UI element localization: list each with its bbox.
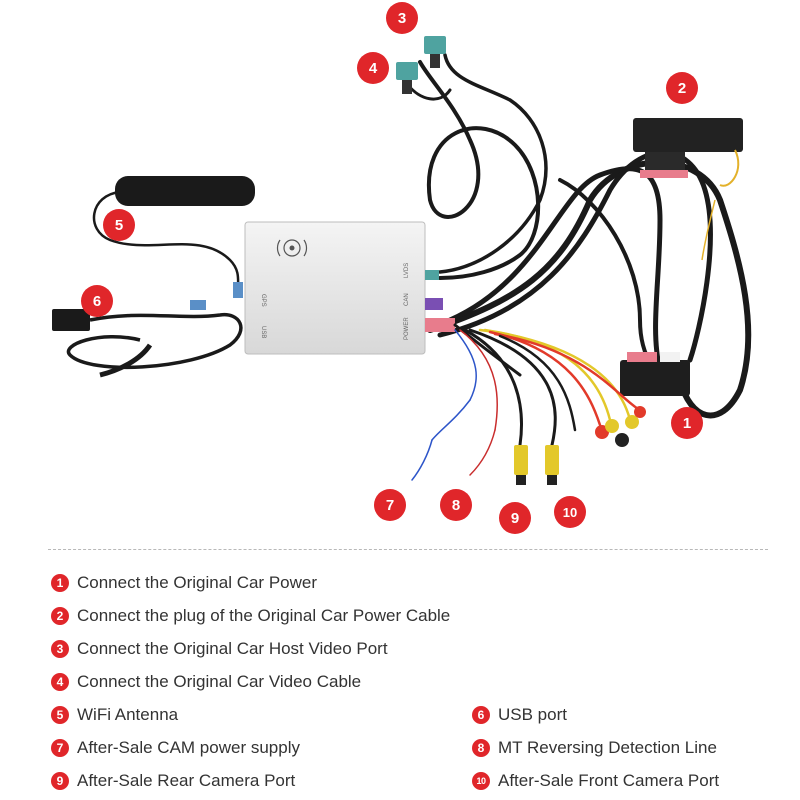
- rca-plug-9: [514, 445, 528, 485]
- fakra-connector-4: [396, 62, 418, 94]
- legend-item-9: 9 After-Sale Rear Camera Port: [51, 770, 295, 792]
- legend-label: Connect the Original Car Power: [77, 573, 317, 593]
- svg-text:6: 6: [93, 293, 101, 310]
- callout-2: 2: [666, 72, 698, 104]
- legend-label: WiFi Antenna: [77, 705, 178, 725]
- legend-number: 5: [51, 706, 69, 724]
- legend-label: MT Reversing Detection Line: [498, 738, 717, 758]
- legend-item-8: 8 MT Reversing Detection Line: [472, 737, 717, 759]
- svg-text:4: 4: [369, 60, 378, 77]
- svg-text:3: 3: [398, 10, 406, 27]
- legend-item-7: 7 After-Sale CAM power supply: [51, 737, 300, 759]
- svg-text:5: 5: [115, 217, 123, 234]
- legend-number: 3: [51, 640, 69, 658]
- legend-item-10: 10 After-Sale Front Camera Port: [472, 770, 719, 792]
- svg-text:10: 10: [563, 505, 577, 520]
- module-box: LVDS CAN POWER GPS USB: [245, 222, 455, 354]
- label-gps: GPS: [260, 294, 266, 307]
- rca-plug-10: [545, 445, 559, 485]
- rca-plug-cluster: [595, 406, 646, 447]
- legend-label: Connect the Original Car Host Video Port: [77, 639, 388, 659]
- callout-5: 5: [103, 209, 135, 241]
- legend-label: USB port: [498, 705, 567, 725]
- svg-text:8: 8: [452, 497, 460, 514]
- callout-6: 6: [81, 285, 113, 317]
- svg-text:9: 9: [511, 510, 519, 527]
- legend-item-5: 5 WiFi Antenna: [51, 704, 178, 726]
- fakra-connector-3: [424, 36, 446, 68]
- legend-divider: [48, 549, 768, 550]
- legend-item-4: 4 Connect the Original Car Video Cable: [51, 671, 361, 693]
- legend-label: After-Sale Rear Camera Port: [77, 771, 295, 791]
- connector-1-plug: [620, 352, 690, 396]
- legend-number: 4: [51, 673, 69, 691]
- callout-9: 9: [499, 502, 531, 534]
- legend-number: 9: [51, 772, 69, 790]
- legend-number: 2: [51, 607, 69, 625]
- svg-text:1: 1: [683, 415, 691, 432]
- legend-number: 7: [51, 739, 69, 757]
- legend-item-1: 1 Connect the Original Car Power: [51, 572, 317, 594]
- label-power: POWER: [404, 317, 410, 340]
- legend-number: 10: [472, 772, 490, 790]
- callout-1: 1: [671, 407, 703, 439]
- svg-text:7: 7: [386, 497, 394, 514]
- legend-number: 1: [51, 574, 69, 592]
- legend-label: After-Sale Front Camera Port: [498, 771, 719, 791]
- legend-item-6: 6 USB port: [472, 704, 567, 726]
- label-lvds: LVDS: [404, 263, 410, 278]
- label-usb: USB: [260, 326, 266, 338]
- callout-7: 7: [374, 489, 406, 521]
- video-cables: [408, 55, 546, 278]
- legend-label: Connect the Original Car Video Cable: [77, 672, 361, 692]
- label-can: CAN: [404, 293, 410, 306]
- connector-2-plug: [633, 118, 743, 260]
- legend-number: 8: [472, 739, 490, 757]
- legend-item-2: 2 Connect the plug of the Original Car P…: [51, 605, 450, 627]
- usb-cable: [52, 300, 241, 375]
- legend-item-3: 3 Connect the Original Car Host Video Po…: [51, 638, 388, 660]
- callout-3: 3: [386, 2, 418, 34]
- callout-10: 10: [554, 496, 586, 528]
- legend-number: 6: [472, 706, 490, 724]
- callout-4: 4: [357, 52, 389, 84]
- callout-8: 8: [440, 489, 472, 521]
- legend-label: Connect the plug of the Original Car Pow…: [77, 606, 450, 626]
- legend-label: After-Sale CAM power supply: [77, 738, 300, 758]
- svg-text:2: 2: [678, 80, 686, 97]
- wiring-diagram: LVDS CAN POWER GPS USB: [0, 0, 800, 540]
